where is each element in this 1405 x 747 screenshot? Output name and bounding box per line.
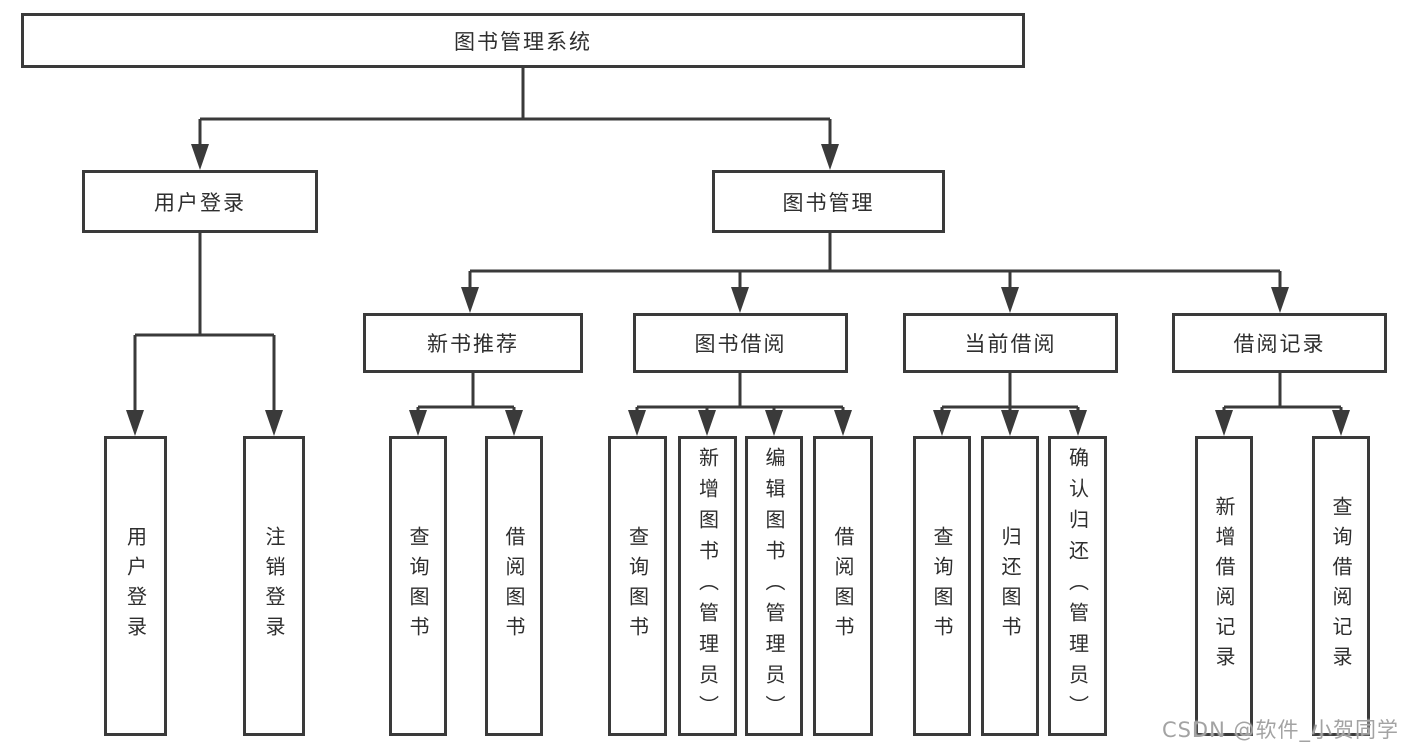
node-label: 查询图书 bbox=[406, 526, 430, 646]
arrowhead-icon bbox=[834, 410, 852, 436]
arrowhead-icon bbox=[1215, 410, 1233, 436]
node-label: 确认归还（管理员） bbox=[1065, 446, 1090, 726]
arrowhead-icon bbox=[1001, 287, 1019, 313]
connector-line bbox=[635, 373, 845, 412]
arrowhead-icon bbox=[1069, 410, 1087, 436]
node-label: 图书管理系统 bbox=[454, 29, 592, 54]
leaf-add-borrow-record: 新增借阅记录 bbox=[1195, 436, 1253, 736]
node-label: 新增借阅记录 bbox=[1212, 496, 1236, 676]
arrowhead-icon bbox=[505, 410, 523, 436]
arrowhead-icon bbox=[698, 410, 716, 436]
node-book-management: 图书管理 bbox=[712, 170, 945, 233]
connector-line bbox=[133, 233, 276, 412]
node-label: 用户登录 bbox=[123, 526, 148, 646]
node-label: 查询借阅记录 bbox=[1329, 496, 1353, 676]
arrowhead-icon bbox=[765, 410, 783, 436]
connector-line bbox=[416, 373, 516, 412]
arrowhead-icon bbox=[191, 144, 209, 170]
node-label: 借阅记录 bbox=[1233, 332, 1326, 356]
node-label: 查询图书 bbox=[930, 526, 954, 646]
leaf-borrow-books-2: 借阅图书 bbox=[813, 436, 873, 736]
arrowhead-icon bbox=[461, 287, 479, 313]
leaf-borrow-books-1: 借阅图书 bbox=[485, 436, 543, 736]
node-user-login: 用户登录 bbox=[82, 170, 318, 233]
connector-book-borrow-to-leaves bbox=[628, 373, 852, 436]
node-label: 用户登录 bbox=[154, 190, 246, 215]
node-label: 注销登录 bbox=[262, 526, 286, 646]
node-label: 新增图书（管理员） bbox=[695, 446, 720, 726]
connector-line bbox=[940, 373, 1080, 412]
leaf-query-books-3: 查询图书 bbox=[913, 436, 971, 736]
arrowhead-icon bbox=[1332, 410, 1350, 436]
leaf-confirm-return-admin: 确认归还（管理员） bbox=[1048, 436, 1107, 736]
connector-new-book-rec-to-leaves bbox=[409, 373, 523, 436]
connector-line bbox=[468, 233, 1282, 289]
node-borrow-records: 借阅记录 bbox=[1172, 313, 1387, 373]
node-root-system: 图书管理系统 bbox=[21, 13, 1025, 68]
leaf-return-books: 归还图书 bbox=[981, 436, 1039, 736]
connector-line bbox=[1222, 373, 1343, 412]
arrowhead-icon bbox=[1001, 410, 1019, 436]
leaf-user-login: 用户登录 bbox=[104, 436, 167, 736]
connector-root-to-branches bbox=[191, 68, 839, 170]
arrowhead-icon bbox=[409, 410, 427, 436]
node-label: 图书管理 bbox=[782, 190, 875, 215]
leaf-query-borrow-record: 查询借阅记录 bbox=[1312, 436, 1370, 736]
node-book-borrowing: 图书借阅 bbox=[633, 313, 848, 373]
node-label: 图书借阅 bbox=[694, 332, 787, 356]
csdn-watermark: CSDN @软件_小贺同学 bbox=[1161, 718, 1399, 742]
connector-borrow-record-to-leaves bbox=[1215, 373, 1350, 436]
leaf-add-books-admin: 新增图书（管理员） bbox=[678, 436, 737, 736]
node-label: 新书推荐 bbox=[427, 332, 519, 356]
node-new-book-recommend: 新书推荐 bbox=[363, 313, 583, 373]
connector-line bbox=[198, 68, 832, 146]
arrowhead-icon bbox=[126, 410, 144, 436]
node-label: 查询图书 bbox=[625, 526, 650, 646]
node-label: 借阅图书 bbox=[831, 526, 855, 646]
arrowhead-icon bbox=[821, 144, 839, 170]
leaf-query-books-1: 查询图书 bbox=[389, 436, 447, 736]
arrowhead-icon bbox=[731, 287, 749, 313]
node-label: 借阅图书 bbox=[502, 526, 526, 646]
arrowhead-icon bbox=[265, 410, 283, 436]
node-current-borrowing: 当前借阅 bbox=[903, 313, 1118, 373]
arrowhead-icon bbox=[628, 410, 646, 436]
node-label: 编辑图书（管理员） bbox=[762, 446, 786, 726]
arrowhead-icon bbox=[933, 410, 951, 436]
connector-book-mgmt-to-modules bbox=[461, 233, 1289, 313]
leaf-edit-books-admin: 编辑图书（管理员） bbox=[745, 436, 803, 736]
arrowhead-icon bbox=[1271, 287, 1289, 313]
node-label: 归还图书 bbox=[998, 526, 1022, 646]
node-label: 当前借阅 bbox=[964, 332, 1057, 356]
connector-user-login-to-leaves bbox=[126, 233, 283, 436]
leaf-query-books-2: 查询图书 bbox=[608, 436, 667, 736]
connector-current-borrow-to-leaves bbox=[933, 373, 1087, 436]
leaf-logout: 注销登录 bbox=[243, 436, 305, 736]
